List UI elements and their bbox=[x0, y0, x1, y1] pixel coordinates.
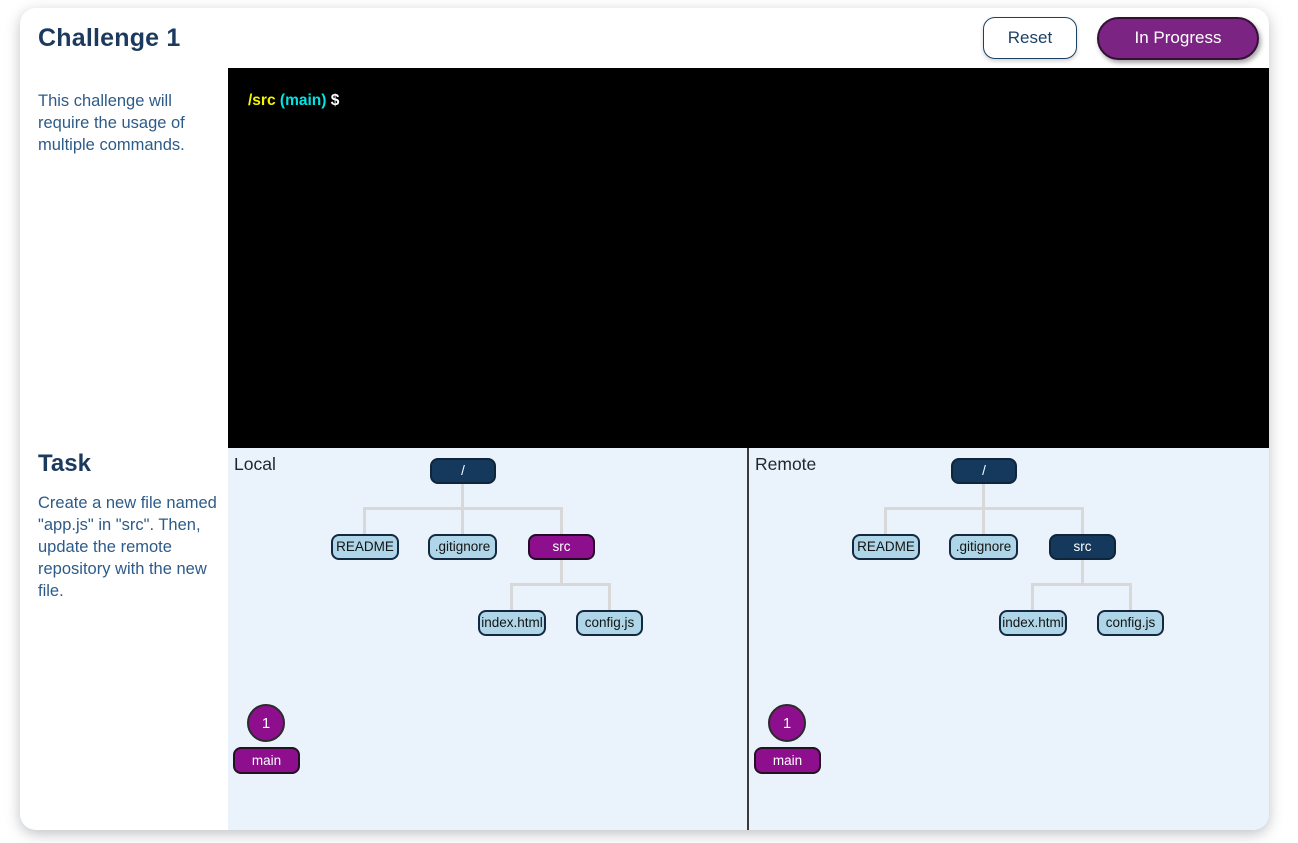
local-node-readme: README bbox=[331, 534, 399, 560]
card-body: This challenge will require the usage of… bbox=[20, 68, 1269, 830]
remote-commit-node: 1 bbox=[768, 704, 806, 742]
tree-connector bbox=[982, 482, 985, 509]
terminal-prompt-path: /src bbox=[248, 92, 276, 109]
tree-connector bbox=[510, 583, 611, 586]
local-node-config-js: config.js bbox=[576, 610, 643, 636]
remote-node-root: / bbox=[951, 458, 1017, 484]
challenge-card: Challenge 1 Reset In Progress This chall… bbox=[20, 8, 1269, 830]
terminal-prompt-branch: (main) bbox=[280, 92, 327, 109]
remote-node-gitignore: .gitignore bbox=[949, 534, 1018, 560]
local-node-gitignore: .gitignore bbox=[428, 534, 497, 560]
task-description: Create a new file named "app.js" in "src… bbox=[38, 492, 220, 602]
tree-connector bbox=[461, 507, 464, 534]
page-title: Challenge 1 bbox=[38, 24, 181, 53]
tree-connector bbox=[608, 583, 611, 610]
header-actions: Reset In Progress bbox=[983, 17, 1259, 60]
card-header: Challenge 1 Reset In Progress bbox=[20, 8, 1269, 68]
remote-node-config-js: config.js bbox=[1097, 610, 1164, 636]
local-node-root: / bbox=[430, 458, 496, 484]
remote-panel-label: Remote bbox=[755, 454, 816, 475]
tree-connector bbox=[510, 583, 513, 610]
local-branch-badge: main bbox=[233, 747, 300, 774]
local-node-src: src bbox=[528, 534, 595, 560]
local-panel-label: Local bbox=[234, 454, 276, 475]
local-node-index-html: index.html bbox=[478, 610, 546, 636]
remote-node-src: src bbox=[1049, 534, 1116, 560]
tree-connector bbox=[982, 507, 985, 534]
sidebar: This challenge will require the usage of… bbox=[20, 68, 228, 830]
task-heading: Task bbox=[38, 450, 220, 478]
local-commit-node: 1 bbox=[247, 704, 285, 742]
status-badge[interactable]: In Progress bbox=[1097, 17, 1259, 60]
tree-connector bbox=[1081, 507, 1084, 534]
reset-button[interactable]: Reset bbox=[983, 17, 1077, 59]
tree-connector bbox=[1031, 583, 1034, 610]
remote-node-index-html: index.html bbox=[999, 610, 1067, 636]
tree-connector bbox=[560, 507, 563, 534]
tree-connector bbox=[1129, 583, 1132, 610]
tree-connector bbox=[461, 482, 464, 509]
terminal[interactable]: /src (main) $ bbox=[228, 68, 1269, 448]
tree-connector bbox=[1031, 583, 1132, 586]
local-repo-panel: Local / README .gitignore src index.html bbox=[228, 448, 747, 830]
challenge-description: This challenge will require the usage of… bbox=[38, 90, 210, 156]
repo-panels: Local / README .gitignore src index.html bbox=[228, 448, 1269, 830]
terminal-prompt-symbol: $ bbox=[331, 92, 340, 109]
remote-repo-panel: Remote / README .gitignore src index.htm… bbox=[747, 448, 1269, 830]
task-block: Task Create a new file named "app.js" in… bbox=[38, 450, 220, 602]
main-area: /src (main) $ Local / bbox=[228, 68, 1269, 830]
tree-connector bbox=[884, 507, 887, 534]
remote-node-readme: README bbox=[852, 534, 920, 560]
tree-connector bbox=[363, 507, 366, 534]
remote-branch-badge: main bbox=[754, 747, 821, 774]
